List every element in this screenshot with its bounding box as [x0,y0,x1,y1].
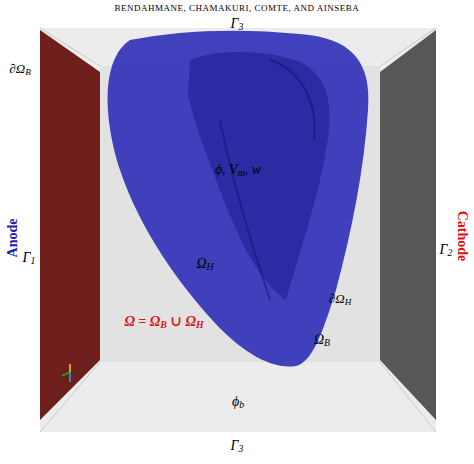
running-head: BENDAHMANE, CHAMAKURI, COMTE, AND AINSEB… [115,4,360,13]
electrode-label: Anode [6,219,20,258]
cathode-plate [380,30,436,420]
boundary-label: Γ3 [231,439,244,453]
boundary-label: Γ2 [440,243,453,257]
boundary-label: ∂ΩH [329,292,351,305]
variable-label: ϕ, Vm, w [215,163,261,177]
axis-icon [62,372,70,376]
domain-label: Ω = ΩB ∪ ΩH [124,315,203,329]
anode-plate [40,30,100,420]
box-ground [40,28,436,432]
domain-label: ΩH [196,257,213,271]
axis-icon [69,364,71,372]
variable-label: ϕb [232,395,244,409]
heart-contour [220,120,270,300]
domain-label: ΩB [314,333,330,347]
boundary-label: Γ3 [231,17,244,31]
axis-icon [69,372,71,382]
boundary-label: ∂ΩB [9,62,30,75]
heart-outer [108,31,369,367]
heart-ventricle [188,52,330,300]
boundary-label: Γ1 [23,251,36,265]
electrode-label: Cathode [455,211,469,262]
heart-contour [270,60,315,140]
